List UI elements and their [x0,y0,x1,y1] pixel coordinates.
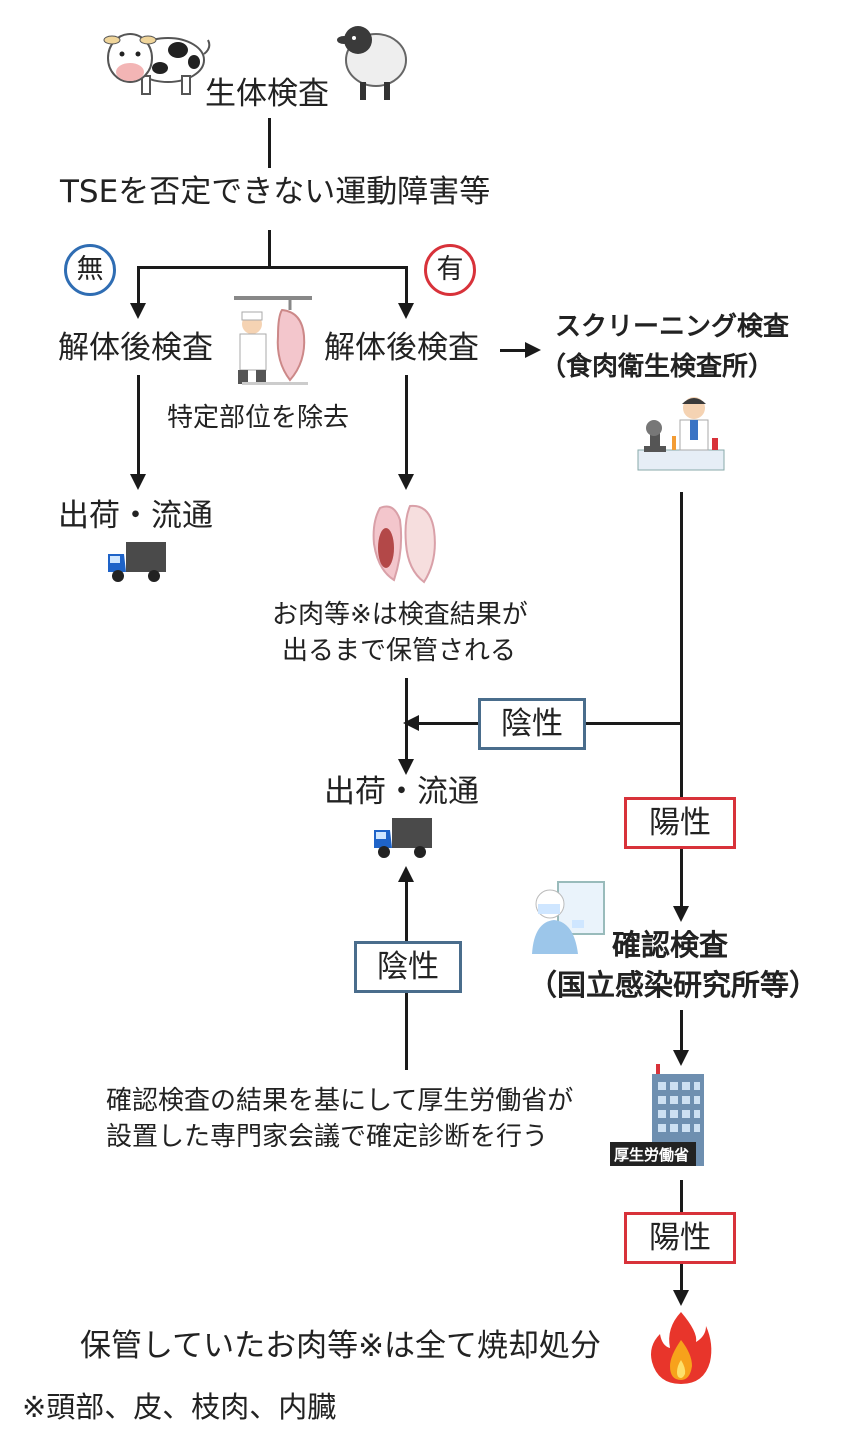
footnote: ※頭部、皮、枝肉、内臓 [22,1390,337,1424]
post-slaughter-right-label: 解体後検査 [324,330,479,366]
connector-line [405,678,408,760]
connector-line [268,230,271,268]
ministry-building-icon [610,1064,704,1166]
connector-line [405,375,408,475]
arrow-head [525,342,541,358]
connector-line [680,492,683,907]
incineration-label: 保管していたお肉等※は全て焼却処分 [80,1328,602,1364]
butcher-icon [234,296,312,385]
positive-badge: 陽性 [624,797,736,849]
expert-panel-line1: 確認検査の結果を基にして厚生労働省が [106,1086,574,1116]
screening-title: スクリーニング検査 [555,312,790,342]
arrow-head [673,906,689,922]
truck-icon [108,542,166,582]
lab-worker-icon [532,881,605,954]
cow-icon [103,33,211,95]
srm-removal-label: 特定部位を除去 [167,403,350,433]
connector-line [137,266,140,304]
live-inspection-label: 生体検査 [205,76,329,112]
connector-line [680,1010,683,1052]
arrow-head [398,303,414,319]
branch-no-badge: 無 [64,244,116,296]
confirm-title: 確認検査 [612,928,729,962]
fire-icon [651,1312,712,1384]
arrow-head [130,474,146,490]
meat-icon [372,504,436,584]
negative-badge: 陰性 [478,698,586,750]
meat-storage-line2: 出るまで保管される [282,636,517,666]
arrow-head [673,1290,689,1306]
confirm-subtitle: （国立感染研究所等） [528,968,819,1002]
connector-line [137,375,140,475]
sheep-icon [337,26,407,100]
truck-icon [374,818,432,858]
post-slaughter-left-label: 解体後検査 [58,330,213,366]
ministry-sign-label: 厚生労働省 [614,1146,690,1164]
negative-badge: 陰性 [354,941,462,993]
screening-subtitle: （食肉衛生検査所） [540,352,775,382]
tse-condition-label: TSEを否定できない運動障害等 [60,174,491,210]
arrow-head [673,1050,689,1066]
expert-panel-line2: 設置した専門家会議で確定診断を行う [106,1122,549,1152]
connector-line [500,349,526,352]
branch-yes-badge: 有 [424,244,476,296]
positive-badge: 陽性 [624,1212,736,1264]
arrow-head [398,474,414,490]
connector-line [137,266,408,269]
connector-line [268,118,271,168]
arrow-head [398,759,414,775]
shipping-left-label: 出荷・流通 [58,498,213,534]
connector-line [405,266,408,304]
arrow-head [130,303,146,319]
shipping-center-label: 出荷・流通 [324,774,479,810]
arrow-head [398,866,414,882]
meat-storage-line1: お肉等※は検査結果が [272,600,528,630]
microscope-scientist-icon [637,397,725,471]
